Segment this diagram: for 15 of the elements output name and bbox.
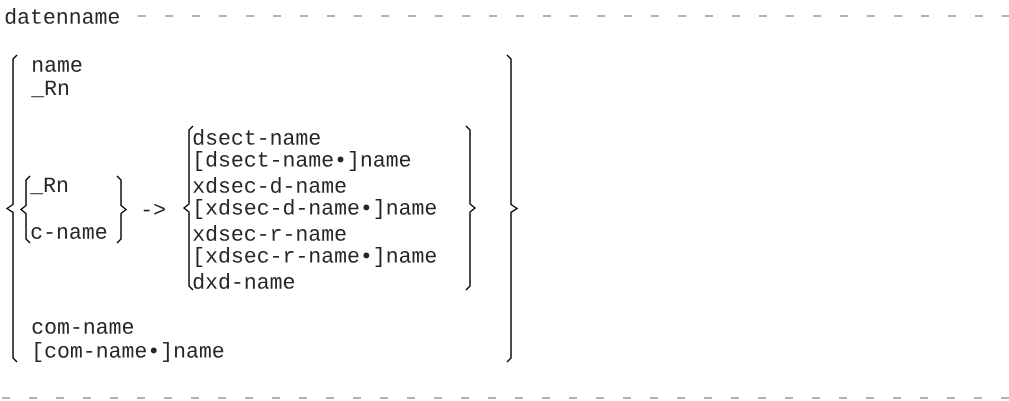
syntax-term: -> (143, 203, 165, 215)
syntax-term: c-name (31, 227, 107, 239)
syntax-term: dxd-name (193, 273, 294, 289)
syntax-term: name (33, 60, 82, 72)
syntax-term: _Rn (30, 177, 68, 195)
syntax-term: [xdsec-r-name•]name (196, 247, 436, 267)
syntax-term: datenname (5, 8, 119, 24)
syntax-term: com-name (32, 322, 133, 334)
syntax-term: [com-name•]name (35, 342, 224, 362)
syntax-term: xdsec-r-name (193, 225, 346, 241)
syntax-term: _Rn (31, 80, 69, 98)
syntax-term: dsect-name (193, 129, 320, 145)
syntax-term: [xdsec-d-name•]name (196, 199, 436, 219)
syntax-term: [dsect-name•]name (196, 151, 411, 171)
syntax-term: xdsec-d-name (193, 177, 346, 193)
